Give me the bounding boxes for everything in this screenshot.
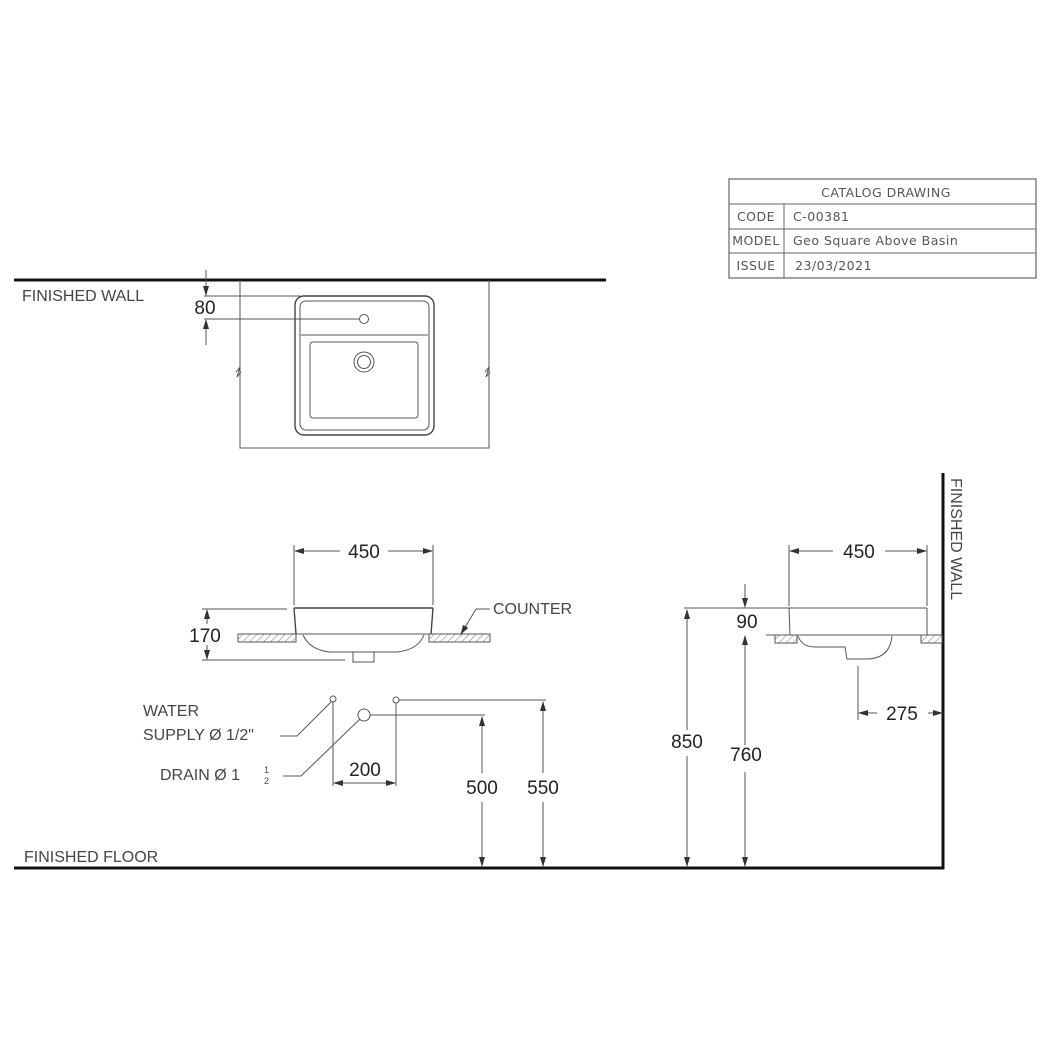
counter-outline xyxy=(239,280,490,449)
drain-fraction-den: 2 xyxy=(264,776,269,786)
dim-supply-spacing: 200 xyxy=(349,760,381,781)
basin-bowl-profile xyxy=(302,634,425,653)
water-supply-point-left xyxy=(329,695,337,703)
waste-outlet xyxy=(352,651,375,663)
finished-floor-label: FINISHED FLOOR xyxy=(24,849,158,866)
model-label: MODEL xyxy=(732,233,780,248)
code-label: CODE xyxy=(737,209,775,224)
finished-wall-label: FINISHED WALL xyxy=(22,288,144,305)
front-view: 450 COUNTER 170 WATER SUPPLY Ø 1/2" DRA xyxy=(24,542,572,867)
drain-inner xyxy=(357,355,371,369)
dim-counter-height: 760 xyxy=(730,745,762,766)
drain-fraction-num: 1 xyxy=(264,765,269,775)
model-value: Geo Square Above Basin xyxy=(793,233,958,248)
break-mark-right xyxy=(484,366,491,378)
drain-label: DRAIN Ø 1 xyxy=(160,767,240,784)
counter-label: COUNTER xyxy=(493,601,572,618)
dim-tap-offset: 80 xyxy=(194,298,215,319)
dim-total-height: 850 xyxy=(671,732,703,753)
dim-basin-height: 170 xyxy=(189,626,221,647)
dim-drain-height: 500 xyxy=(466,778,498,799)
basin-bowl xyxy=(309,341,419,419)
side-view: FINISHED WALL 450 90 275 850 760 xyxy=(671,478,964,867)
title-block-heading: CATALOG DRAWING xyxy=(821,185,951,200)
counter-right xyxy=(428,633,491,643)
issue-value: 23/03/2021 xyxy=(795,258,872,273)
side-counter-left xyxy=(774,634,798,644)
issue-label: ISSUE xyxy=(736,258,775,273)
side-counter-right xyxy=(920,634,943,644)
dim-front-width: 450 xyxy=(348,542,380,563)
break-mark-left xyxy=(235,366,242,378)
plan-view: FINISHED WALL 80 xyxy=(14,270,606,449)
dim-drain-from-wall: 275 xyxy=(886,704,918,725)
side-finished-wall-label: FINISHED WALL xyxy=(947,478,964,600)
water-supply-point-right xyxy=(392,696,400,704)
water-supply-label-2: SUPPLY Ø 1/2" xyxy=(143,727,254,744)
basin-outer-rim xyxy=(294,295,435,436)
basin-inner-rim xyxy=(299,300,430,431)
drain-outer xyxy=(353,351,375,373)
counter-left xyxy=(237,633,297,643)
side-basin-profile xyxy=(797,635,893,660)
dim-supply-height: 550 xyxy=(527,778,559,799)
dim-side-width: 450 xyxy=(843,542,875,563)
code-value: C-00381 xyxy=(793,209,850,224)
tap-hole xyxy=(359,314,369,324)
dim-above-counter: 90 xyxy=(736,612,757,633)
title-block: CATALOG DRAWING CODE C-00381 MODEL Geo S… xyxy=(728,178,1037,279)
water-supply-label-1: WATER xyxy=(143,703,199,720)
